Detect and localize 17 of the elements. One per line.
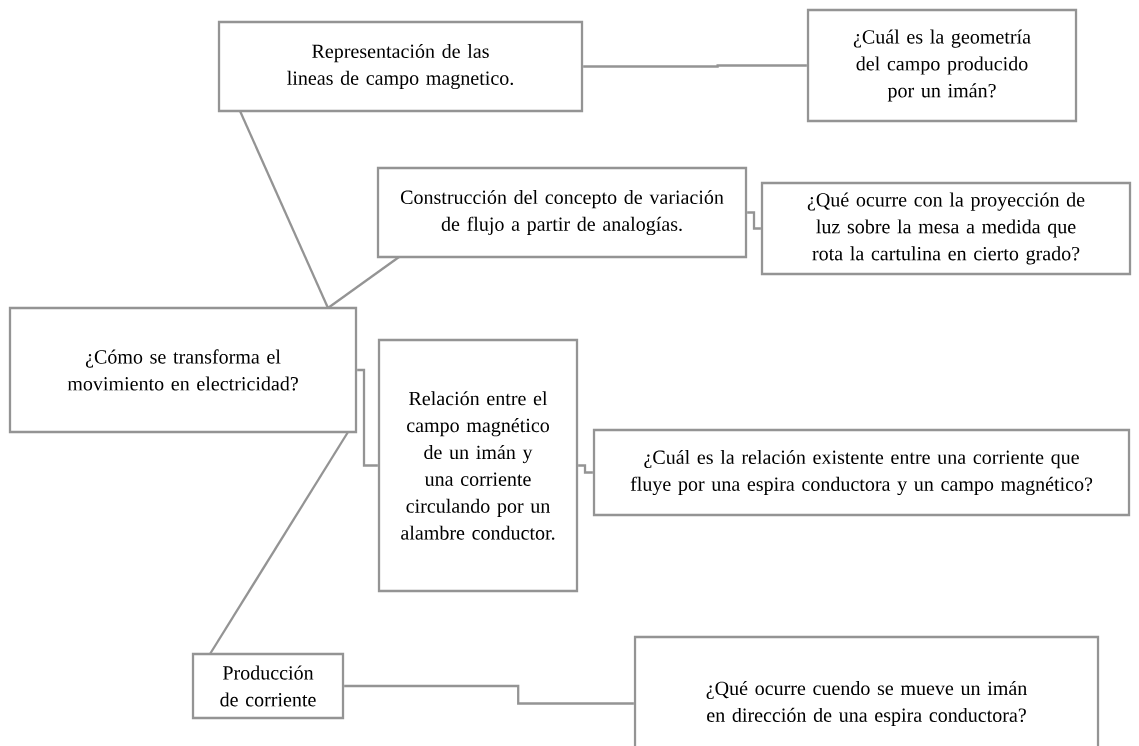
connector-line [357, 368, 378, 467]
connector-line [327, 256, 400, 309]
connector-line [344, 684, 634, 705]
concept-box: ¿Qué ocurre cuendo se mueve un imán en dirección de una espira conductora? [633, 635, 1100, 746]
concept-box: Construcción del concepto de variación de flujo a partir de analogías. [376, 166, 748, 259]
concept-box: Relación entre el campo magnético de un imán y una corriente circulando por un alambre conductor. [377, 338, 579, 593]
concept-box: ¿Cuál es la relación existente entre una corriente que fluye por una espira conductora y un campo magnético? [592, 428, 1131, 517]
concept-box: ¿Cómo se transforma el movimiento en electricidad? [8, 306, 358, 434]
connector-line [238, 110, 330, 309]
concept-box: Producción de corriente [191, 652, 345, 720]
connector-line [583, 64, 807, 68]
concept-box: Representación de las lineas de campo magnetico. [217, 20, 584, 113]
connector-line [578, 464, 593, 474]
concept-box: ¿Cuál es la geometría del campo producido por un imán? [806, 8, 1078, 123]
concept-box: ¿Qué ocurre con la proyección de luz sobre la mesa a medida que rota la cartulina en cierto grado? [760, 181, 1132, 276]
connector-line [747, 211, 761, 230]
connector-line [209, 431, 349, 655]
